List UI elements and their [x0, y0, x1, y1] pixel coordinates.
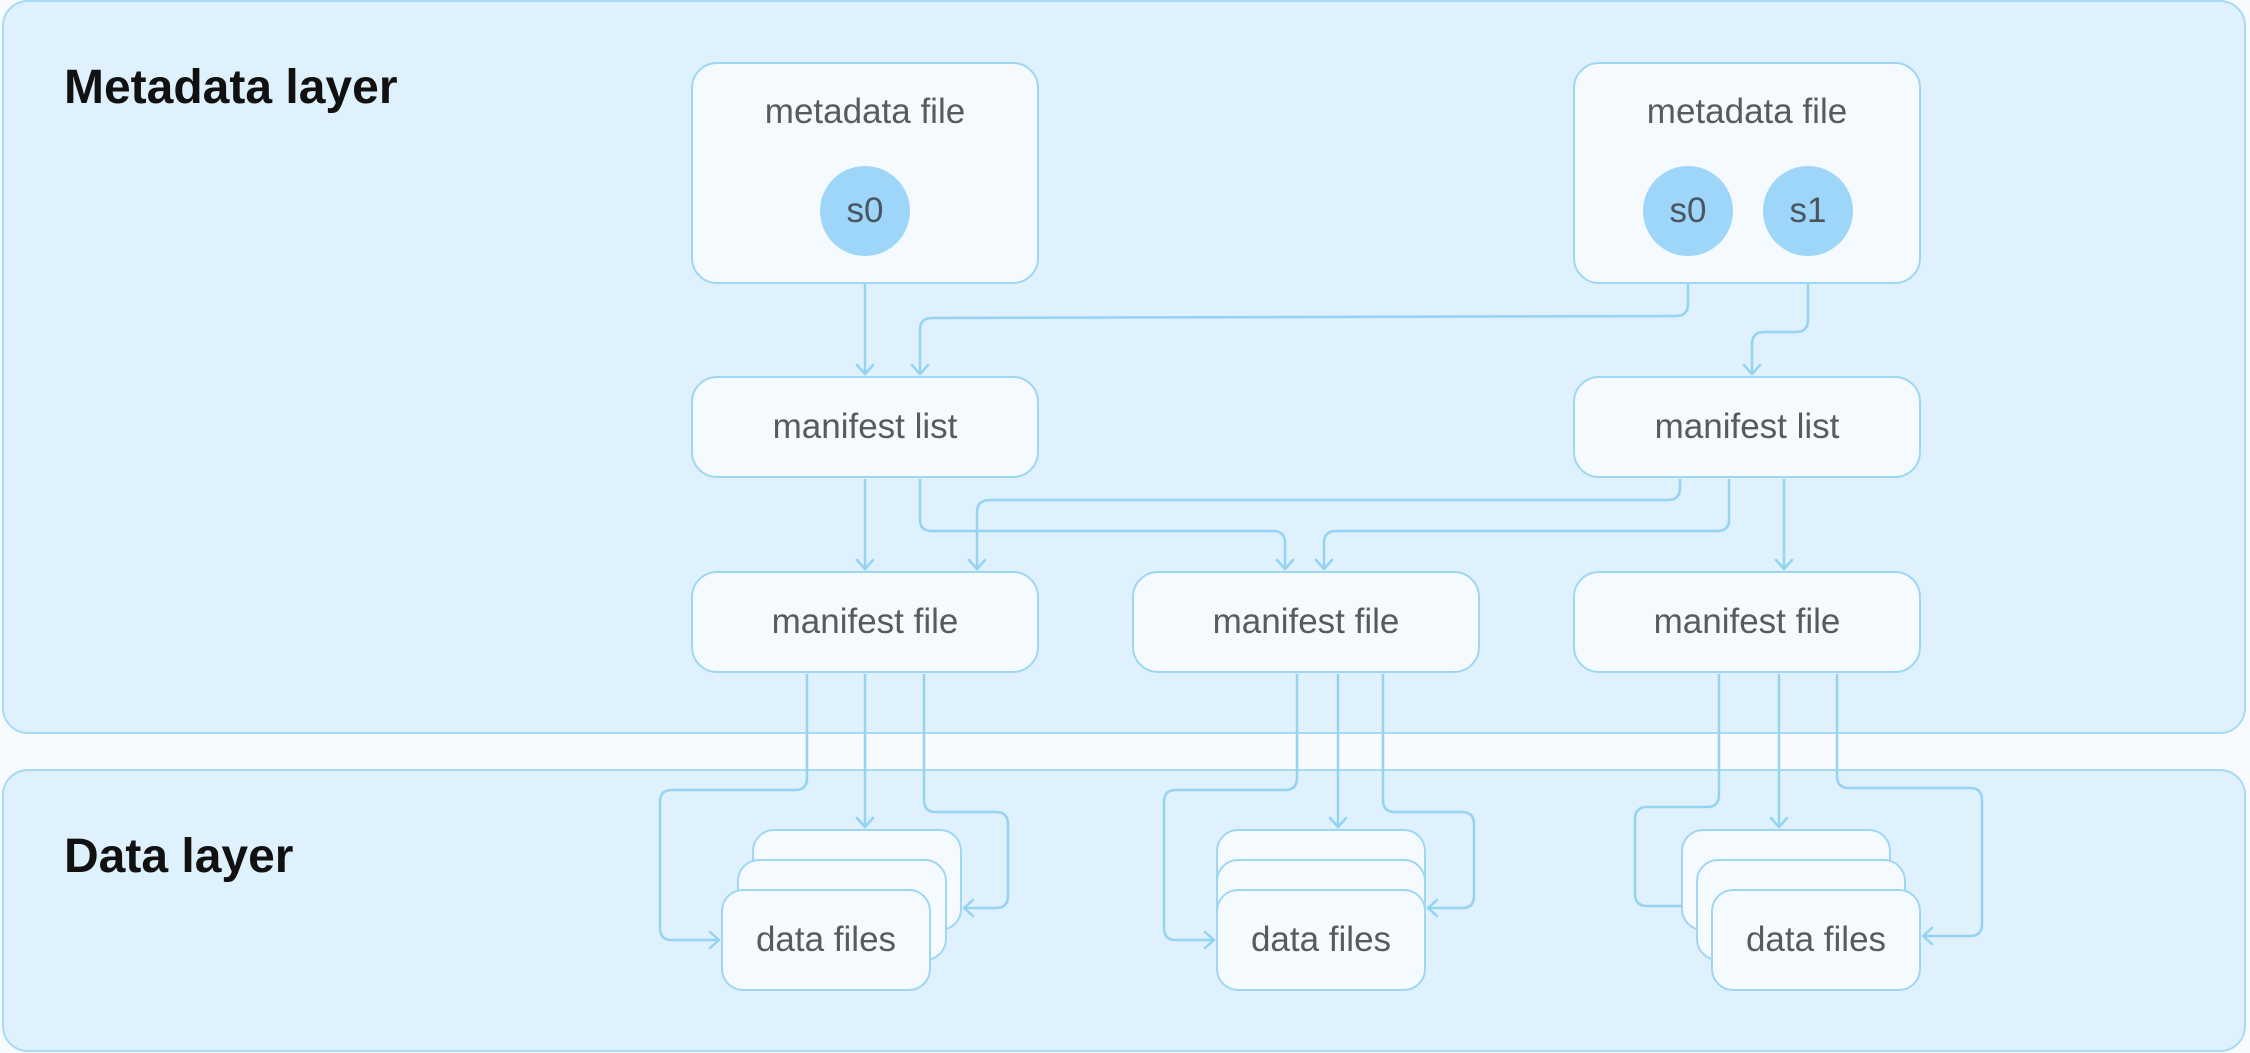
metadata-file-2-label: metadata file: [1646, 92, 1848, 131]
connector-mf3-to-df3-right: [1835, 673, 1984, 938]
manifest-file-2[interactable]: manifest file: [1132, 571, 1480, 673]
connector-ml1-to-mf1-arrowhead: [855, 558, 875, 571]
data-files-1-label: data files: [755, 920, 897, 959]
data-files-2-label: data files: [1250, 920, 1392, 959]
connector-ml2-to-mf2-arrowhead: [1314, 558, 1334, 571]
manifest-list-2-label: manifest list: [1654, 407, 1840, 446]
manifest-file-1[interactable]: manifest file: [691, 571, 1039, 673]
connector-mf3-to-df3-right-arrowhead: [1921, 926, 1934, 946]
data-layer-title: Data layer: [64, 830, 294, 883]
connector-mf1-to-df1-left-arrowhead: [708, 930, 721, 950]
connector-s0-to-manifest-list-1-arrowhead: [855, 363, 875, 376]
connector-ml1-to-mf2-arrowhead: [1275, 558, 1295, 571]
data-files-2[interactable]: data files: [1216, 889, 1426, 991]
manifest-file-1-label: manifest file: [771, 602, 959, 641]
connector-mf1-to-df1-right-arrowhead: [962, 898, 975, 918]
metadata-file-2[interactable]: metadata file: [1573, 62, 1921, 284]
connector-mf2-to-df2-right-arrowhead: [1426, 898, 1439, 918]
snapshot-label: s1: [1789, 191, 1827, 230]
data-files-3-label: data files: [1745, 920, 1887, 959]
connector-ml2-to-mf1: [975, 478, 1682, 571]
snapshot-node[interactable]: s0: [820, 166, 910, 256]
connector-mf1-to-df1-left: [658, 673, 809, 942]
connector-mf1-to-df1-center-arrowhead: [855, 816, 875, 829]
snapshot-label: s0: [1669, 191, 1707, 230]
connector-mf2-to-df2-right: [1381, 673, 1476, 910]
connector-ml2-to-mf1-arrowhead: [967, 558, 987, 571]
manifest-file-2-label: manifest file: [1212, 602, 1400, 641]
connector-ml2-to-mf2: [1322, 478, 1731, 571]
snapshot-label: s0: [846, 191, 884, 230]
connector-s1-to-manifest-list-2: [1750, 254, 1810, 376]
snapshot-node[interactable]: s0: [1643, 166, 1733, 256]
manifest-list-2[interactable]: manifest list: [1573, 376, 1921, 478]
manifest-list-1[interactable]: manifest list: [691, 376, 1039, 478]
snapshot-node[interactable]: s1: [1763, 166, 1853, 256]
connector-s1-to-manifest-list-2-arrowhead: [1742, 363, 1762, 376]
data-files-1[interactable]: data files: [721, 889, 931, 991]
connector-ml2-to-mf3-arrowhead: [1774, 558, 1794, 571]
manifest-file-3-label: manifest file: [1653, 602, 1841, 641]
connector-ml1-to-mf2: [918, 478, 1287, 571]
metadata-file-1-label: metadata file: [764, 92, 966, 131]
connector-mf2-to-df2-left-arrowhead: [1203, 930, 1216, 950]
connector-mf2-to-df2-left: [1162, 673, 1299, 942]
connector-mf3-to-df3-left: [1633, 673, 1721, 908]
metadata-layer-title: Metadata layer: [64, 61, 398, 114]
manifest-file-3[interactable]: manifest file: [1573, 571, 1921, 673]
data-files-3[interactable]: data files: [1711, 889, 1921, 991]
connector-s0b-to-manifest-list-1-arrowhead: [910, 363, 930, 376]
connector-mf3-to-df3-center-arrowhead: [1769, 816, 1789, 829]
connector-s0b-to-manifest-list-1: [918, 254, 1690, 376]
connector-mf1-to-df1-right: [922, 673, 1010, 910]
connector-mf2-to-df2-center-arrowhead: [1328, 816, 1348, 829]
manifest-list-1-label: manifest list: [772, 407, 958, 446]
